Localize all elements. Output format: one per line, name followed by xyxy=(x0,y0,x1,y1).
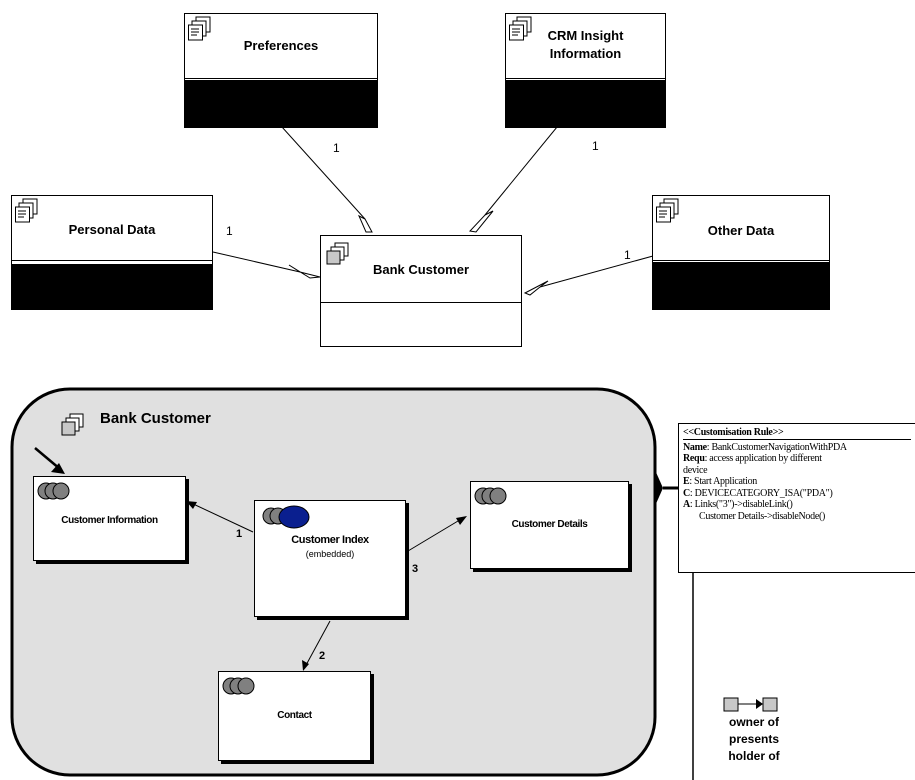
node-sub-customer-index: (embedded) xyxy=(305,549,355,559)
legend-holder-of: holder of xyxy=(728,749,780,763)
link-label-1: 1 xyxy=(236,528,243,540)
node-contact[interactable]: Contact xyxy=(218,671,371,761)
container-title: Bank Customer xyxy=(100,410,211,427)
legend-text: owner of presents holder of xyxy=(714,714,794,765)
aggregation-diamond-personal xyxy=(288,264,321,279)
node-label-customer-index: Customer Index xyxy=(291,534,369,546)
class-stack-icon xyxy=(656,198,679,223)
class-name-other-data: Other Data xyxy=(707,223,775,238)
node-icon xyxy=(222,677,255,695)
rule-action-line-2: Customer Details->disableNode() xyxy=(699,510,826,522)
legend-presents: presents xyxy=(728,732,780,746)
aggregation-diamond-crm xyxy=(468,210,494,233)
link-line-2 xyxy=(304,620,331,668)
assoc-line-other xyxy=(539,255,654,288)
class-name-bank-customer: Bank Customer xyxy=(372,262,470,277)
node-customer-details[interactable]: Customer Details xyxy=(470,481,629,569)
class-personal-data[interactable]: Personal Data xyxy=(11,195,213,310)
node-icon xyxy=(37,482,70,500)
rule-condition-line: C: DEVICECATEGORY_ISA("PDA") xyxy=(683,487,833,499)
node-customer-index[interactable]: Customer Index (embedded) xyxy=(254,500,406,617)
class-name-preferences: Preferences xyxy=(243,38,319,53)
class-stack-icon xyxy=(15,198,38,223)
container-pointer xyxy=(655,470,663,506)
entry-pointer-line xyxy=(34,447,61,470)
class-stack-icon xyxy=(509,16,532,41)
rule-requ-line-2: device xyxy=(683,464,708,476)
class-preferences[interactable]: Preferences xyxy=(184,13,378,128)
link-arrow-3 xyxy=(456,516,467,525)
rule-requ-line: Requ: access application by different xyxy=(683,453,822,464)
class-bank-customer[interactable]: Bank Customer xyxy=(320,235,522,347)
class-icon xyxy=(326,242,349,265)
container-class-icon xyxy=(61,413,84,436)
rule-action-line: A: Links("3")->disableLink() xyxy=(683,499,793,510)
class-crm-insight[interactable]: CRM Insight Information xyxy=(505,13,666,128)
aggregation-diamond-other xyxy=(523,280,549,296)
legend-target-box xyxy=(762,697,778,712)
node-label-contact: Contact xyxy=(277,710,312,721)
multiplicity-personal: 1 xyxy=(226,224,233,238)
node-customer-information[interactable]: Customer Information xyxy=(33,476,186,561)
link-label-2: 2 xyxy=(319,650,326,662)
legend-source-box xyxy=(723,697,739,712)
class-stack-icon xyxy=(188,16,211,41)
class-name-crm-line2: Information xyxy=(549,46,622,61)
link-arrow-2 xyxy=(302,660,309,671)
entry-pointer-head xyxy=(51,463,65,474)
multiplicity-other: 1 xyxy=(624,248,631,262)
assoc-line-personal xyxy=(212,251,301,273)
class-name-crm-line1: CRM Insight xyxy=(547,28,624,43)
rule-event-line: E: Start Application xyxy=(683,476,758,487)
rule-name-line: Name: BankCustomerNavigationWithPDA xyxy=(683,441,847,453)
class-other-data[interactable]: Other Data xyxy=(652,195,830,310)
link-arrow-1 xyxy=(186,501,197,509)
class-name-personal-data: Personal Data xyxy=(68,222,156,237)
assoc-line-crm xyxy=(484,126,558,216)
link-label-3: 3 xyxy=(412,563,419,575)
aggregation-diamond-preferences xyxy=(357,214,373,233)
legend-owner-of: owner of xyxy=(729,715,779,729)
node-icon xyxy=(262,505,310,529)
node-icon xyxy=(474,487,507,505)
assoc-line-preferences xyxy=(281,126,366,220)
link-line-3 xyxy=(407,517,464,552)
multiplicity-preferences: 1 xyxy=(333,141,340,155)
node-label-customer-information: Customer Information xyxy=(61,515,158,526)
link-line-1 xyxy=(188,501,254,533)
customisation-rule-box[interactable]: <<Customisation Rule>> Name: BankCustome… xyxy=(678,423,915,573)
legend-arrow-head xyxy=(756,699,763,709)
rule-header: <<Customisation Rule>> xyxy=(683,427,911,440)
node-label-customer-details: Customer Details xyxy=(511,519,588,530)
multiplicity-crm: 1 xyxy=(592,139,599,153)
